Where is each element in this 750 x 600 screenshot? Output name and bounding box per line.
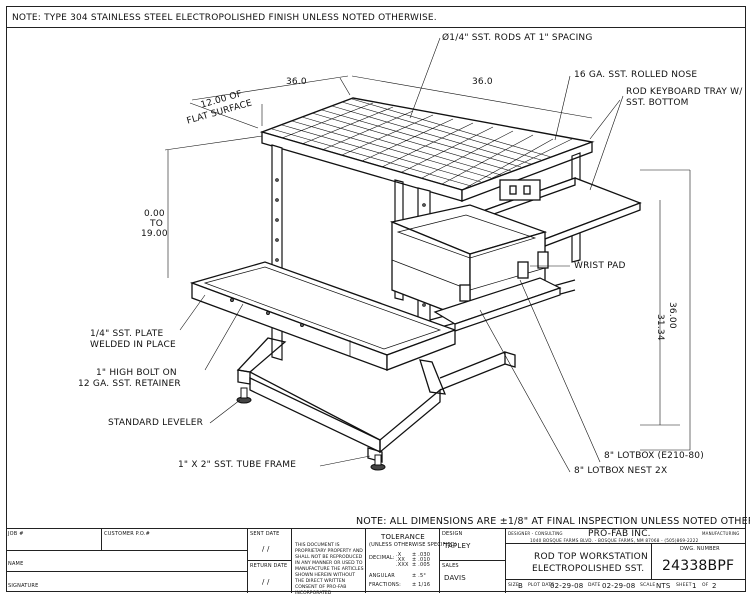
height-adj-1: 0.00 bbox=[144, 209, 165, 219]
callout-tube-frame: 1" X 2" SST. TUBE FRAME bbox=[178, 460, 297, 470]
angular-label: ANGULAR bbox=[369, 573, 395, 579]
dim-31-34: 31.34 bbox=[655, 314, 665, 341]
plot-date-value: 02-29-08 bbox=[550, 582, 584, 590]
callout-lotbox-nest: 8" LOTBOX NEST 2X bbox=[574, 466, 668, 476]
return-date-label: RETURN DATE bbox=[250, 563, 288, 569]
company-header: DESIGNER - CONSULTING PRO-FAB INC. MANUF… bbox=[506, 529, 746, 544]
callout-lotbox: 8" LOTBOX (E210-80) bbox=[604, 451, 704, 461]
company-address: 1040 BOSQUE FARMS BLVD. - BOSQUE FARMS, … bbox=[530, 538, 699, 543]
lotbox-nest bbox=[433, 277, 562, 332]
job-label: JOB # bbox=[8, 531, 24, 537]
callout-rods: Ø1/4" SST. RODS AT 1" SPACING bbox=[442, 33, 593, 43]
callout-plate-2: WELDED IN PLACE bbox=[90, 340, 176, 350]
return-date-value: / / bbox=[262, 578, 270, 586]
dim-36-right: 36.0 bbox=[472, 77, 493, 87]
sheet-value: 1 bbox=[692, 582, 697, 590]
title-line-2: ELECTROPOLISHED SST. bbox=[532, 564, 645, 574]
callout-bolt-1: 1" HIGH BOLT ON bbox=[96, 368, 177, 378]
callout-wrist-pad: WRIST PAD bbox=[574, 261, 626, 271]
lotbox bbox=[389, 204, 549, 321]
lower-shelf bbox=[189, 261, 457, 371]
dwg-number: 24338BPF bbox=[662, 558, 735, 574]
tolerance-subtitle: (UNLESS OTHERWISE SPECIFIED) bbox=[369, 542, 457, 548]
sales-label: SALES bbox=[442, 563, 459, 569]
manufacturer-label: MANUFACTURING bbox=[702, 531, 740, 536]
of-label: OF bbox=[702, 583, 709, 588]
rod-top-surface bbox=[259, 97, 595, 202]
sheet-label: SHEET bbox=[676, 583, 692, 588]
size-label: SIZE bbox=[508, 583, 519, 588]
design-field[interactable]: DESIGN TAPLEY bbox=[440, 529, 506, 561]
proprietary-text: THIS DOCUMENT IS PROPRIETARY PROPERTY AN… bbox=[295, 543, 364, 596]
fractions-label: FRACTIONS: bbox=[369, 582, 402, 588]
drawing-sheet bbox=[6, 6, 746, 592]
name-label: NAME bbox=[8, 561, 24, 567]
name-field[interactable]: NAME bbox=[6, 551, 248, 572]
designer-label: DESIGNER - CONSULTING bbox=[508, 531, 563, 536]
note-divider bbox=[6, 27, 746, 28]
angular-value: ± .5° bbox=[412, 573, 427, 579]
callout-keyboard-tray-1: ROD KEYBOARD TRAY W/ bbox=[626, 87, 743, 97]
height-adj-3: 19.00 bbox=[141, 229, 168, 239]
customer-po-label: CUSTOMER P.O.# bbox=[104, 531, 150, 537]
dwg-number-field: DWG. NUMBER 24338BPF bbox=[652, 544, 746, 580]
callout-rolled-nose: 16 GA. SST. ROLLED NOSE bbox=[574, 70, 698, 80]
general-note-top: NOTE: TYPE 304 STAINLESS STEEL ELECTROPO… bbox=[12, 13, 437, 23]
sales-field[interactable]: SALES DAVIS bbox=[440, 561, 506, 593]
design-value: TAPLEY bbox=[444, 542, 471, 550]
decimal-xx: .XX bbox=[396, 557, 406, 563]
company-name: PRO-FAB INC. bbox=[588, 529, 651, 539]
job-field[interactable]: JOB # bbox=[6, 529, 102, 551]
scale-label: SCALE bbox=[640, 583, 656, 588]
design-label: DESIGN bbox=[442, 531, 463, 537]
leader-lines bbox=[179, 37, 624, 473]
proprietary-notice: THIS DOCUMENT IS PROPRIETARY PROPERTY AN… bbox=[292, 529, 366, 596]
drawing-title: ROD TOP WORKSTATION ELECTROPOLISHED SST. bbox=[506, 544, 652, 580]
sent-date-field[interactable]: SENT DATE / / bbox=[248, 529, 292, 561]
dim-36-00: 36.00 bbox=[667, 302, 677, 329]
callout-bolt-2: 12 GA. SST. RETAINER bbox=[78, 379, 181, 389]
plot-date-label: PLOT DATE bbox=[528, 583, 555, 588]
decimal-x-value: ± .030 bbox=[412, 552, 431, 558]
callout-leveler: STANDARD LEVELER bbox=[108, 418, 204, 428]
sheet-total: 2 bbox=[712, 582, 717, 590]
tolerance-title: TOLERANCE bbox=[381, 533, 425, 541]
signature-field[interactable]: SIGNATURE bbox=[6, 572, 248, 593]
sent-date-value: / / bbox=[262, 545, 270, 553]
callout-plate-1: 1/4" SST. PLATE bbox=[90, 329, 164, 339]
dwg-number-label: DWG. NUMBER bbox=[680, 546, 720, 552]
signature-label: SIGNATURE bbox=[8, 583, 39, 589]
decimal-xxx-value: ± .005 bbox=[412, 562, 431, 568]
decimal-xxx: .XXX bbox=[396, 562, 409, 568]
scale-value: NTS bbox=[656, 582, 671, 590]
sales-value: DAVIS bbox=[444, 574, 466, 582]
decimal-label: DECIMAL: bbox=[369, 555, 395, 561]
tube-frame-base bbox=[236, 337, 516, 463]
tolerance-block: TOLERANCE (UNLESS OTHERWISE SPECIFIED) D… bbox=[366, 529, 457, 593]
date-label: DATE bbox=[588, 583, 601, 588]
general-note-bottom: NOTE: ALL DIMENSIONS ARE ±1/8" AT FINAL … bbox=[356, 516, 750, 527]
height-adj-2: TO bbox=[150, 219, 163, 229]
size-value: B bbox=[518, 582, 524, 590]
customer-po-field[interactable]: CUSTOMER P.O.# bbox=[102, 529, 248, 551]
dim-36-left: 36.0 bbox=[286, 77, 307, 87]
dimension-lines bbox=[164, 75, 691, 451]
decimal-xx-value: ± .010 bbox=[412, 557, 431, 563]
title-block: JOB # CUSTOMER P.O.# NAME SIGNATURE SENT… bbox=[6, 528, 746, 596]
decimal-x: .X bbox=[396, 552, 402, 558]
fractions-value: ± 1/16 bbox=[412, 582, 431, 588]
date-value: 02-29-08 bbox=[602, 582, 636, 590]
return-date-field[interactable]: RETURN DATE / / bbox=[248, 561, 292, 593]
plot-info-row: SIZE B PLOT DATE 02-29-08 DATE 02-29-08 … bbox=[506, 580, 746, 593]
levelers bbox=[236, 387, 386, 471]
sent-date-label: SENT DATE bbox=[250, 531, 280, 537]
rods-grid bbox=[271, 98, 573, 191]
title-line-1: ROD TOP WORKSTATION bbox=[534, 552, 648, 562]
callout-keyboard-tray-2: SST. BOTTOM bbox=[626, 98, 689, 108]
